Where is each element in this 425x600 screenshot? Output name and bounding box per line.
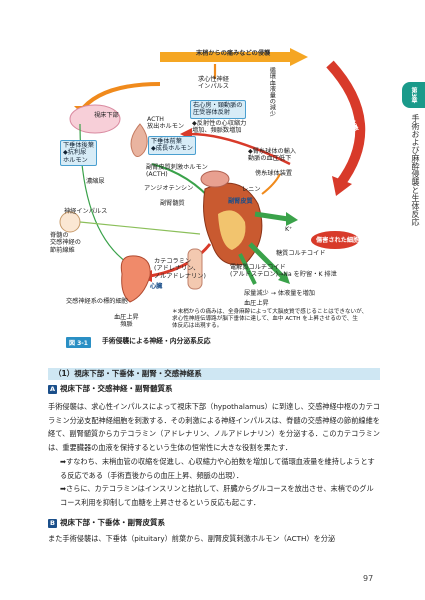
page-number: 97: [363, 574, 374, 583]
renin-label: レニン: [242, 186, 261, 193]
chapter-title: 手術および麻酔侵襲と生体反応: [411, 114, 420, 226]
glucocorticoid-label: 糖質コルチコイド: [276, 250, 326, 257]
figure-number: 図 3-1: [66, 337, 91, 348]
subsection-b-title: 視床下部・下垂体・副腎皮質系: [60, 518, 165, 527]
subsection-b-paragraph: また手術侵襲は、下垂体（pituitary）前葉から、副腎皮質刺激ホルモン（AC…: [48, 534, 336, 543]
spinal-sympathetic-label: 脊髄の 交感神経の 節前線維: [50, 232, 81, 254]
adrenal-medulla-shape: [218, 210, 246, 250]
baroreceptor-box: 右心房・頸動脈の 圧受容体反射: [190, 100, 246, 119]
subsection-a-badge: A: [48, 385, 57, 394]
blood-pressure-tachycardia-label: 血圧上昇 頻脈: [114, 314, 139, 329]
catecholamine-label: カテコラミン (アドレナリン、 ノルアドレナリン): [154, 258, 206, 280]
subsection-a-bullet-2: ➡さらに、カテコラミンはインスリンと拮抗して、肝臓からグルコースを放出させ、末梢…: [60, 484, 374, 507]
hypothalamus-label: 視床下部: [94, 112, 119, 119]
concentrated-urine-label: 濃縮尿: [86, 178, 105, 185]
angiotensin-label: アンジオテンシン: [144, 185, 194, 192]
acth-release-label: ACTH 放出ホルモン: [147, 116, 185, 131]
subsection-b-badge: B: [48, 519, 57, 528]
bleeding-arrow: [326, 60, 366, 187]
glomerulus-label: ◆腎糸球体の輸入 動脈の血圧低下: [248, 148, 297, 163]
blood-pressure-up-label: 血圧上昇: [244, 300, 269, 307]
diagram-note: ＊末梢からの痛みは、全身麻酔によって大脳皮質で感じることはできないが、 求心性神…: [172, 309, 368, 329]
anterior-pituitary-box: 下垂体前葉 ◆成長ホルモン: [148, 136, 196, 155]
posterior-pituitary-box: 下垂体後葉 ◆抗利尿 ホルモン: [60, 140, 97, 167]
brain-shape: [69, 104, 121, 134]
reflex-notes: ◆反射性の心収縮力 増加、頻脈数増加: [192, 120, 247, 135]
urine-reduction-label: 尿量減少 → 体液量を増加: [244, 290, 315, 297]
top-banner-label: 末梢からの痛みなどの侵襲: [196, 50, 271, 57]
mineralocorticoid-label: 電解質コルチコイド (アルドステロン)→Na を貯留・K 排泄: [230, 264, 337, 279]
damaged-cell-label: 傷害された細胞: [316, 237, 360, 244]
figure-caption: 手術侵襲による神経・内分泌系反応: [102, 337, 211, 345]
neuro-endocrine-diagram: [59, 48, 366, 303]
pituitary-shape: [130, 123, 148, 157]
chapter-number: 第3章: [402, 82, 425, 108]
subsection-a-bullet-1: ➡すなわち、末梢血管の収縮を促進し、心収縮力や心拍数を増加して循環血液量を維持し…: [60, 457, 375, 480]
damaged-cell-shape: [311, 231, 359, 249]
heart-label: 心臓: [150, 283, 163, 290]
nerve-impulse-label: 神経インパルス: [64, 208, 108, 215]
adrenal-cortex-label: 副腎皮質: [228, 198, 253, 205]
juxtaglomerular-label: 傍糸球体装置: [255, 170, 293, 177]
heart-shape: [120, 255, 151, 303]
acth-label: 副腎皮質刺激ホルモン (ACTH): [146, 164, 208, 179]
circulation-decrease-label: 循環血液量の減少: [268, 67, 276, 117]
sympathetic-target-label: 交感神経系の標的細胞: [66, 298, 128, 305]
subsection-a-paragraph: 手術侵襲は、求心性インパルスによって視床下部（hypothalamus）に到達し…: [48, 402, 380, 452]
section-header: （1）視床下部・下垂体・副腎・交感神経系: [48, 368, 380, 380]
adrenal-medulla-label: 副腎髄質: [160, 200, 185, 207]
banner-arrow: [160, 48, 308, 66]
subsection-a-title: 視床下部・交感神経・副腎髄質系: [60, 384, 173, 393]
afferent-nerve-label: 求心性神経 インパルス: [198, 76, 229, 91]
potassium-label: K⁺: [285, 226, 293, 233]
chapter-side-tab: 第3章 手術および麻酔侵襲と生体反応: [402, 82, 425, 230]
